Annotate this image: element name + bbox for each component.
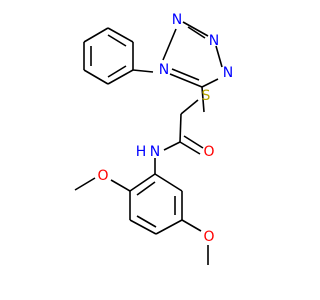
bond [74,177,96,191]
bond [215,45,223,68]
tetrazole-n1-label: N [159,62,169,78]
bonds [74,21,223,265]
bond [129,173,156,192]
bond [155,219,183,235]
bond [179,113,182,143]
bond [182,21,209,37]
bond [180,99,199,115]
bond [154,173,183,192]
atom-labels: N N N N S O N H O O [97,12,233,245]
bond [107,69,134,85]
bond [201,78,219,88]
bond [169,73,203,88]
carbonyl-o-label: O [203,144,214,160]
bond [163,141,181,151]
thioether-s-label: S [202,88,211,104]
methoxy-o-lower-label: O [203,229,214,245]
amide-n-label: N [150,144,160,160]
bond [183,135,204,149]
bond [136,181,156,196]
amide-h-label: H [136,144,147,160]
bond [132,69,154,73]
bond [201,86,205,113]
bond [83,69,109,85]
bond [107,34,127,47]
bond [83,27,109,43]
bond [181,219,202,232]
bond [162,28,177,61]
bond [107,65,127,78]
bond [171,68,200,81]
tetrazole-n-top-right-label: N [209,33,219,49]
molecule-structure: N N N N S O N H O O [74,12,233,265]
bond [179,141,201,155]
bond [110,179,131,192]
tetrazole-n-top-label: N [172,12,182,28]
bond [187,26,206,39]
bond [107,27,134,43]
tetrazole-n-right-label: N [223,65,233,81]
bond [136,215,157,228]
methoxy-o-upper-label: O [97,168,108,184]
bond [129,219,157,235]
